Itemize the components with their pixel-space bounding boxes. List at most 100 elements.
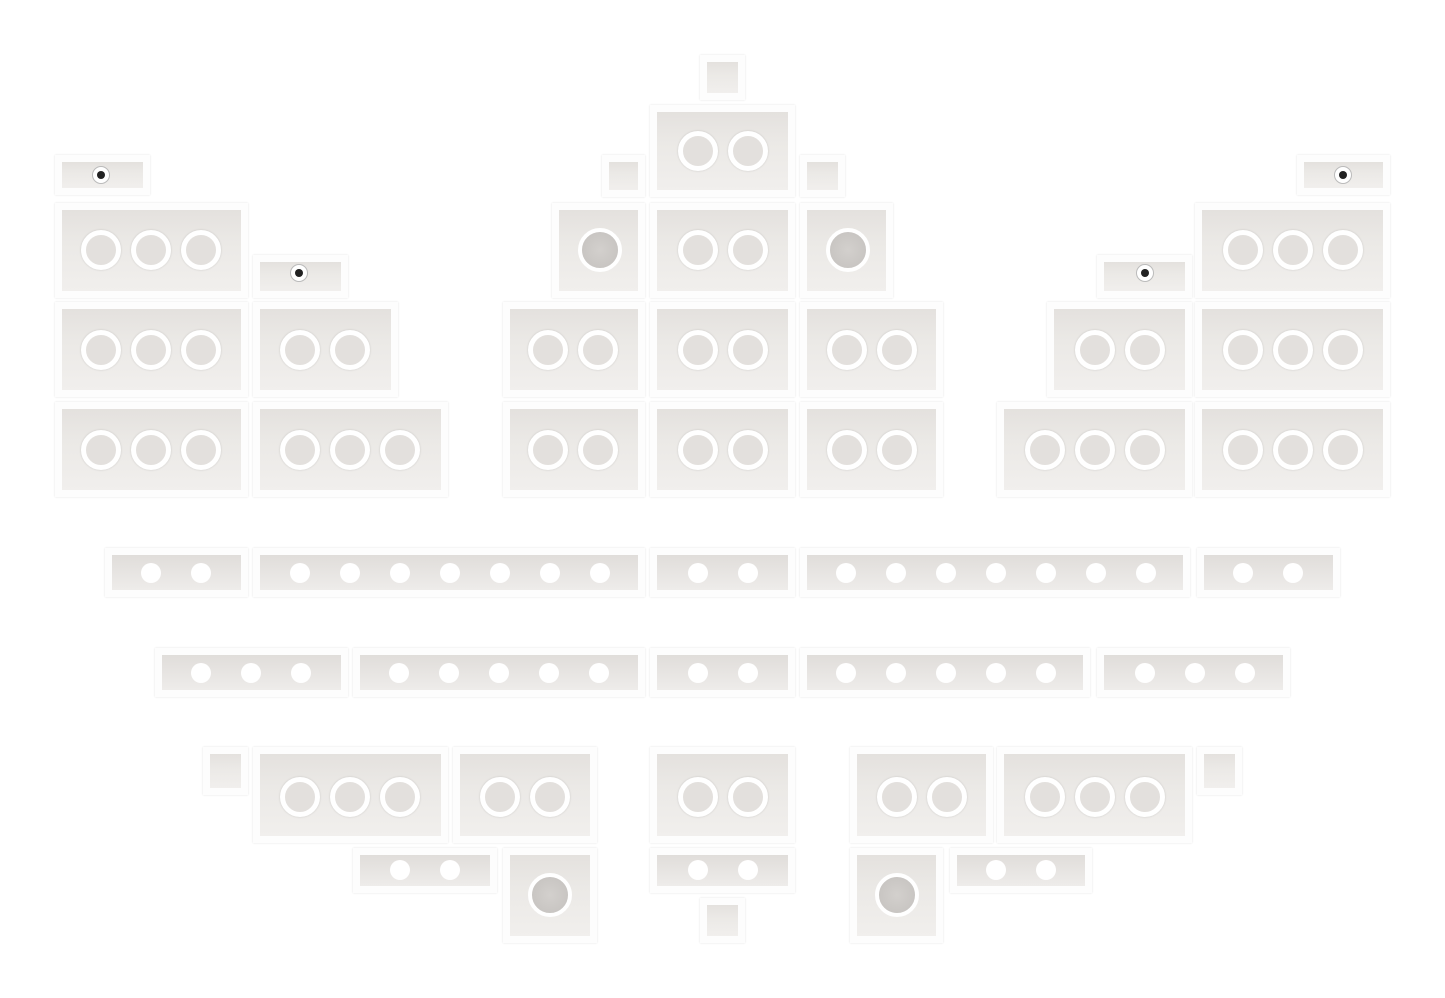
stud-mark (181, 330, 221, 370)
dot-mark (1233, 563, 1253, 583)
brick-face (210, 754, 241, 788)
stud-plate-brick (997, 402, 1192, 497)
stud-mark (530, 777, 570, 817)
stud-mark (827, 330, 867, 370)
flat-tile-brick (950, 848, 1092, 893)
round-stud-brick (800, 203, 893, 298)
stud-plate-brick (650, 105, 795, 197)
dot-mark (440, 860, 460, 880)
dot-mark (886, 563, 906, 583)
brick-face (1054, 309, 1185, 390)
stud-mark (1125, 777, 1165, 817)
stud-mark (877, 430, 917, 470)
brick-face (707, 905, 738, 936)
flat-tile-brick (650, 848, 795, 893)
round-mark (528, 873, 572, 917)
dot-mark (738, 860, 758, 880)
stud-mark (528, 430, 568, 470)
stud-plate-brick (650, 203, 795, 298)
dot-mark (886, 663, 906, 683)
flat-tile-brick (1197, 548, 1340, 597)
dot-mark (1136, 563, 1156, 583)
dot-mark (1036, 860, 1056, 880)
stud-plate-brick (1047, 302, 1192, 397)
stud-mark (131, 330, 171, 370)
stud-mark (280, 430, 320, 470)
dot-mark (1086, 563, 1106, 583)
stud-mark (728, 430, 768, 470)
stud-mark (280, 777, 320, 817)
stud-plate-brick (503, 402, 645, 497)
stud-mark (81, 230, 121, 270)
dot-mark (986, 563, 1006, 583)
stud-mark (877, 330, 917, 370)
brick-face (707, 62, 738, 93)
stud-mark (131, 430, 171, 470)
dot-mark (290, 563, 310, 583)
stud-mark (528, 330, 568, 370)
dot-mark (688, 663, 708, 683)
small-square-tile (602, 155, 645, 197)
flat-tile-brick (1097, 648, 1290, 697)
round-stud-brick (850, 848, 943, 943)
brick-face (657, 855, 788, 886)
stud-mark (1323, 330, 1363, 370)
brick-face (657, 754, 788, 836)
dot-mark (1135, 663, 1155, 683)
stud-mark (678, 131, 718, 171)
dot-mark (986, 860, 1006, 880)
stud-mark (1075, 430, 1115, 470)
stud-mark (1025, 777, 1065, 817)
dot-mark (688, 563, 708, 583)
dot-mark (1235, 663, 1255, 683)
flat-tile-brick (353, 648, 645, 697)
stud-mark (1025, 430, 1065, 470)
brick-face (1204, 754, 1235, 788)
pin-mark (1136, 264, 1154, 282)
flat-tile-brick (155, 648, 348, 697)
stud-mark (728, 131, 768, 171)
dot-mark (489, 663, 509, 683)
pin-mark (1334, 166, 1352, 184)
round-stud-brick (503, 848, 597, 943)
round-mark (875, 873, 919, 917)
pin-mark (92, 166, 110, 184)
brick-face (112, 555, 241, 590)
stud-plate-brick (55, 402, 248, 497)
stud-plate-brick (1195, 402, 1390, 497)
stud-plate-brick (850, 747, 993, 843)
dot-mark (688, 860, 708, 880)
stud-mark (181, 230, 221, 270)
dot-mark (291, 663, 311, 683)
stud-mark (1273, 230, 1313, 270)
stud-mark (1223, 430, 1263, 470)
stud-mark (578, 330, 618, 370)
small-square-tile (700, 55, 745, 100)
stud-mark (728, 330, 768, 370)
stud-mark (1323, 230, 1363, 270)
stud-mark (728, 230, 768, 270)
brick-face (657, 210, 788, 291)
stud-mark (1075, 330, 1115, 370)
stud-mark (181, 430, 221, 470)
stud-mark (1075, 777, 1115, 817)
brick-face (657, 409, 788, 490)
stud-plate-brick (650, 747, 795, 843)
stud-plate-brick (650, 402, 795, 497)
stud-mark (678, 330, 718, 370)
pin-tile-brick (1097, 255, 1192, 298)
brick-face (957, 855, 1085, 886)
brick-face (1204, 555, 1333, 590)
stud-plate-brick (800, 302, 943, 397)
flat-tile-brick (650, 548, 795, 597)
stud-plate-brick (1195, 203, 1390, 298)
stud-mark (280, 330, 320, 370)
dot-mark (540, 563, 560, 583)
stud-plate-brick (997, 747, 1192, 843)
stud-mark (728, 777, 768, 817)
stud-mark (578, 430, 618, 470)
stud-mark (1223, 330, 1263, 370)
dot-mark (1036, 563, 1056, 583)
stud-mark (81, 430, 121, 470)
